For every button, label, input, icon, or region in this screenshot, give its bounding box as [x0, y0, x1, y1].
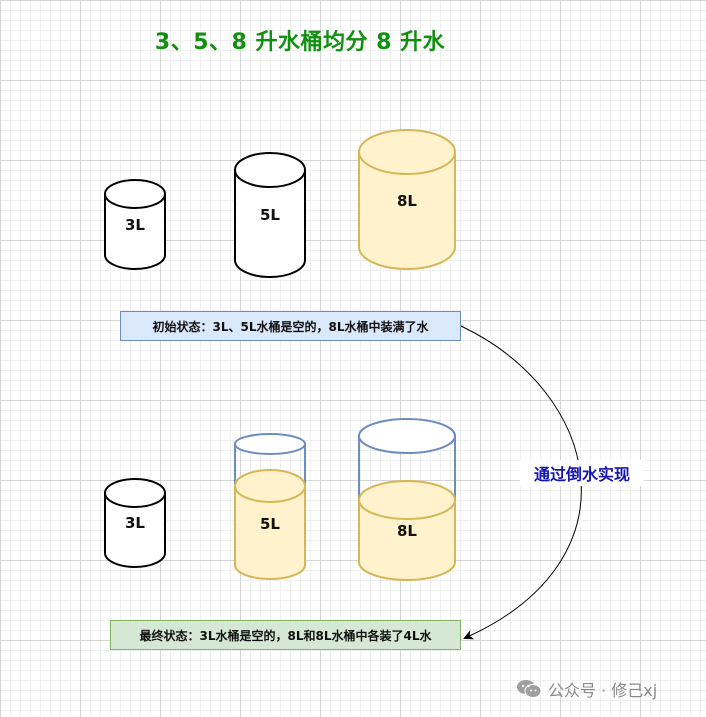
page-title: 3、5、8 升水桶均分 8 升水 — [154, 30, 446, 55]
final-state-box: 最终状态：3L水桶是空的，8L和8L水桶中各装了4L水 — [110, 620, 461, 650]
initial-bucket-3l: 3L — [104, 179, 166, 270]
watermark-text: 公众号 · 修己xj — [548, 681, 658, 700]
initial-bucket-5l: 5L — [234, 152, 306, 278]
initial-bucket-8l: 8L — [358, 129, 456, 270]
bucket-label: 8L — [397, 522, 417, 540]
bucket-label: 8L — [397, 192, 417, 210]
wechat-icon — [517, 680, 542, 698]
watermark: 公众号 · 修己xj — [516, 676, 657, 702]
transition-label: 通过倒水实现 — [520, 460, 644, 486]
initial-state-box: 初始状态：3L、5L水桶是空的，8L水桶中装满了水 — [120, 311, 461, 341]
final-bucket-8l: 8L — [358, 418, 456, 581]
bucket-label: 3L — [125, 216, 145, 234]
final-state-text: 最终状态：3L水桶是空的，8L和8L水桶中各装了4L水 — [139, 628, 432, 643]
bucket-label: 5L — [260, 515, 280, 533]
final-bucket-5l: 5L — [234, 433, 306, 580]
bucket-label: 3L — [125, 514, 145, 532]
bucket-label: 5L — [260, 206, 280, 224]
initial-state-text: 初始状态：3L、5L水桶是空的，8L水桶中装满了水 — [152, 319, 429, 334]
final-bucket-3l: 3L — [104, 478, 166, 568]
